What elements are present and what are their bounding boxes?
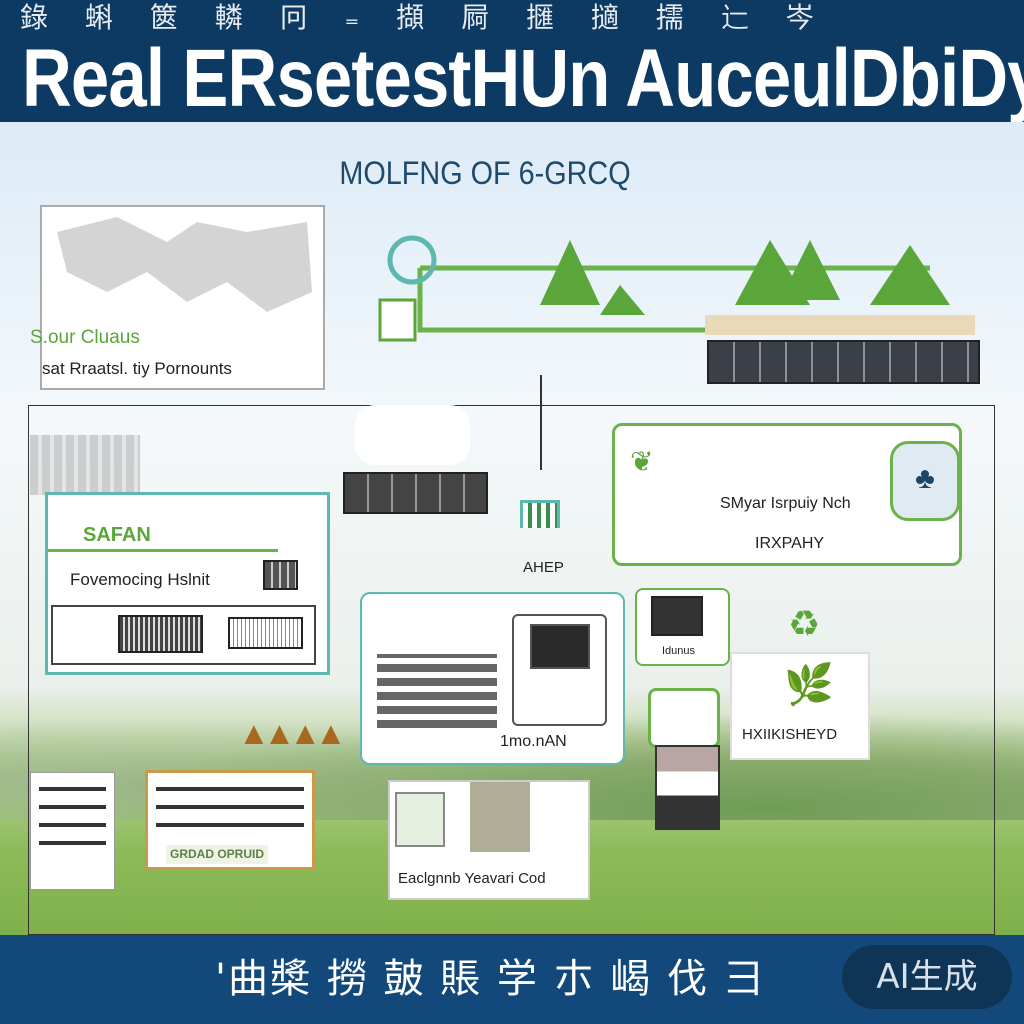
- plant-card: 🌿 HXIIKISHEYD: [730, 652, 870, 760]
- table-thumbnail: [470, 782, 530, 852]
- right-card-line2: IRXPAHY: [755, 535, 825, 552]
- equipment-icon: [263, 560, 298, 590]
- plant-card-label: HXIIKISHEYD: [742, 726, 838, 743]
- right-card-line1: SMyar Isrpuiy Nch: [720, 495, 851, 512]
- center-card-label: 1mo.nAN: [500, 733, 567, 750]
- document-icon: [651, 596, 703, 636]
- receipt-card: [655, 745, 720, 830]
- network-diagram: [378, 235, 975, 342]
- server-building-icon: [343, 472, 488, 514]
- left-card-label: Fovemocing Hslnit: [70, 570, 210, 589]
- plant-sprout-icon: 🌿: [784, 663, 834, 707]
- map-card-heading: S.our Cluaus: [30, 327, 140, 348]
- text-line: [39, 787, 106, 791]
- cloud-shape: [355, 405, 470, 465]
- barcode-panel-small: [228, 617, 303, 649]
- stamp-label: GRDAD OPRUID: [166, 845, 269, 864]
- inner-panel: [51, 605, 316, 665]
- barcode-panel: [118, 615, 203, 653]
- logo-line: [48, 549, 278, 552]
- document-left: [30, 772, 115, 890]
- diagram-frame: [28, 405, 995, 935]
- house-icon: [520, 500, 560, 528]
- header-banner: 錄 蝌 篋 轔 冋 ₌ 擷 屙 擓 擿 擩 辷 岑 Real ERsetestH…: [0, 0, 1024, 122]
- small-card: Idunus: [635, 588, 730, 666]
- bottom-card: Eaclgnnb Yeavari Cod: [388, 780, 590, 900]
- map-card-text: sat Rraatsl. tiy Pornounts: [42, 359, 232, 378]
- text-line: [39, 823, 106, 827]
- ai-generated-badge: AI生成: [842, 945, 1012, 1009]
- page-title: Real ERsetestHUn AuceulDbiDy: [22, 33, 1024, 124]
- tree-icon-card: ♣: [890, 441, 960, 521]
- text-line: [39, 805, 106, 809]
- subtitle: MOLFNG OF 6-GRCQ: [339, 155, 631, 191]
- right-card: SMyar Isrpuiy Nch IRXPAHY ❦ ♣: [612, 423, 962, 566]
- text-line: [156, 805, 304, 809]
- connector-line: [540, 375, 542, 470]
- green-badge-card: [648, 688, 720, 748]
- map-card: S.our Cluaus sat Rraatsl. tiy Pornounts: [30, 205, 325, 390]
- left-card: SAFAN Fovemocing Hslnit: [45, 492, 330, 675]
- recycle-icon: ♻: [788, 603, 821, 644]
- document-right: GRDAD OPRUID: [145, 770, 315, 870]
- floorplan-panel: [377, 654, 497, 734]
- center-label: AHEP: [523, 559, 564, 576]
- solar-panel-array: [707, 340, 980, 384]
- text-line: [156, 787, 304, 791]
- chart-thumbnail: [395, 792, 445, 847]
- left-card-logo-text: SAFAN: [83, 524, 151, 546]
- text-line: [39, 841, 106, 845]
- header-cjk-text: 錄 蝌 篋 轔 冋 ₌ 擷 屙 擓 擿 擩 辷 岑: [20, 1, 828, 34]
- trees-icon: ▲▲▲▲: [238, 715, 347, 751]
- center-card: 1mo.nAN: [360, 592, 625, 765]
- screen-frame: [512, 614, 607, 726]
- small-card-label: Idunus: [662, 645, 696, 657]
- text-line: [156, 823, 304, 827]
- plant-icon: ❦: [630, 446, 654, 477]
- bottom-card-label: Eaclgnnb Yeavari Cod: [398, 870, 546, 887]
- dark-screen: [530, 624, 590, 669]
- world-map-icon: [57, 217, 312, 312]
- city-buildings-image: [30, 435, 140, 495]
- footer-cjk-text: '曲槳 撈 皷 賬 学 朩 嵑 伐 彐: [215, 956, 766, 1002]
